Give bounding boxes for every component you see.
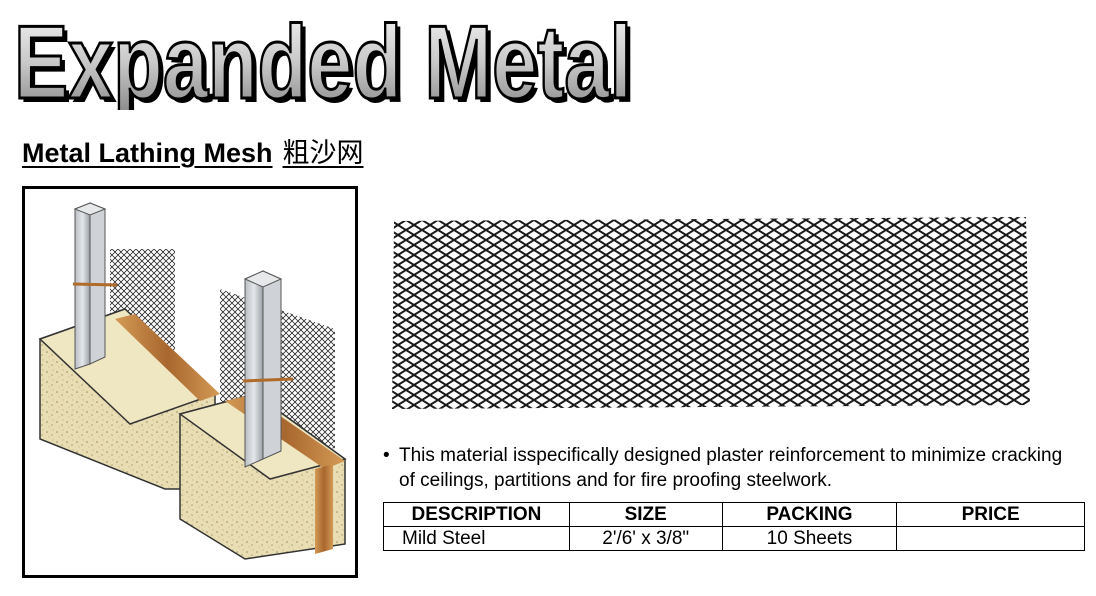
column-header-price: PRICE [896, 502, 1085, 527]
table-header-row: DESCRIPTION SIZE PACKING PRICE [383, 502, 1085, 527]
page-title-shadow: Expanded Metal [18, 10, 636, 110]
cell-packing: 10 Sheets [721, 526, 898, 551]
expanded-mesh-image [390, 215, 1032, 411]
page-title: Expanded Metal Expanded Metal [8, 4, 648, 126]
spec-table: DESCRIPTION SIZE PACKING PRICE Mild Stee… [383, 502, 1085, 551]
subtitle-en: Metal Lathing Mesh [22, 138, 273, 168]
description-text: This material isspecifically designed pl… [399, 445, 1063, 491]
page-title-text: Expanded Metal [14, 10, 632, 110]
subtitle-cn: 粗沙网 [282, 138, 364, 169]
cell-price [896, 526, 1085, 551]
bullet-icon: • [383, 445, 390, 466]
product-subtitle: Metal Lathing Mesh 粗沙网 [22, 131, 364, 170]
column-header-description: DESCRIPTION [383, 502, 570, 527]
column-header-size: SIZE [568, 502, 723, 527]
table-row: Mild Steel 2'/6' x 3/8" 10 Sheets [383, 526, 1085, 551]
cell-size: 2'/6' x 3/8" [568, 526, 723, 551]
wall-installation-illustration [22, 186, 358, 578]
cell-description: Mild Steel [383, 526, 570, 551]
product-description: • This material isspecifically designed … [383, 443, 1083, 493]
column-header-packing: PACKING [721, 502, 898, 527]
